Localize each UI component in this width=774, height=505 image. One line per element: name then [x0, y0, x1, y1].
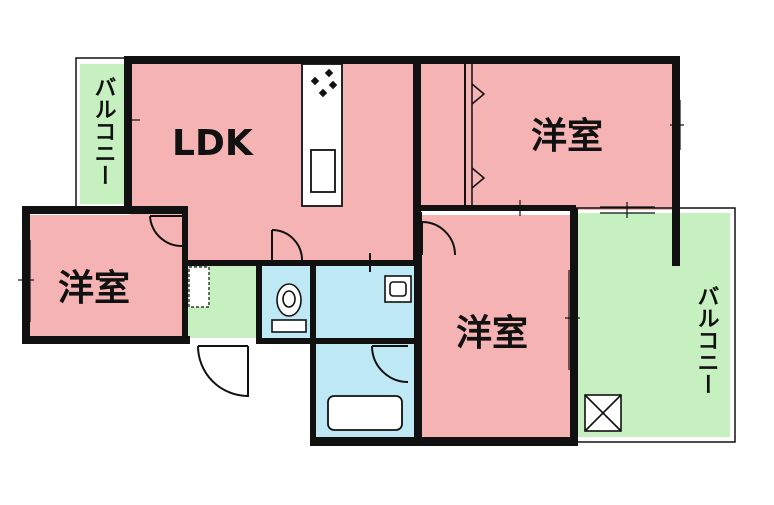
western-center-area — [420, 215, 572, 437]
western-upper-right-label: 洋室 — [531, 116, 603, 157]
western-center-label: 洋室 — [456, 313, 528, 354]
ldk-label: LDK — [172, 123, 254, 164]
bathtub-icon — [327, 395, 403, 431]
washbasin-icon — [384, 275, 412, 303]
kitchen-sink-icon — [310, 149, 336, 193]
closet-icon — [464, 64, 486, 205]
balcony-left-area — [80, 64, 124, 204]
ldk-lower-area — [185, 212, 413, 265]
kitchen-counter — [301, 63, 343, 207]
air-vent-icon — [584, 394, 622, 432]
stove-icon — [310, 68, 338, 98]
balcony-right-label: バルコニー — [694, 285, 719, 395]
doors — [149, 215, 456, 398]
wall-stub — [672, 213, 680, 265]
toilet-icon — [271, 283, 307, 333]
balcony-left-label: バルコニー — [91, 76, 116, 186]
shoe-closet-icon — [188, 266, 210, 308]
windows — [18, 100, 684, 370]
western-upper-right-area — [420, 60, 672, 210]
walls — [22, 56, 680, 446]
western-left-label: 洋室 — [58, 268, 130, 309]
